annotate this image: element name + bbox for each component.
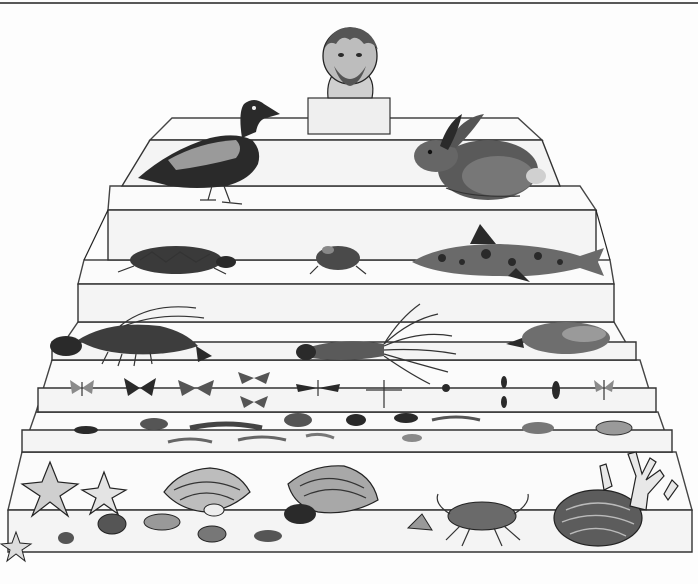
step-2-riser [78,284,614,322]
human-bust-figure [308,27,390,134]
step-5-riser [22,430,672,452]
